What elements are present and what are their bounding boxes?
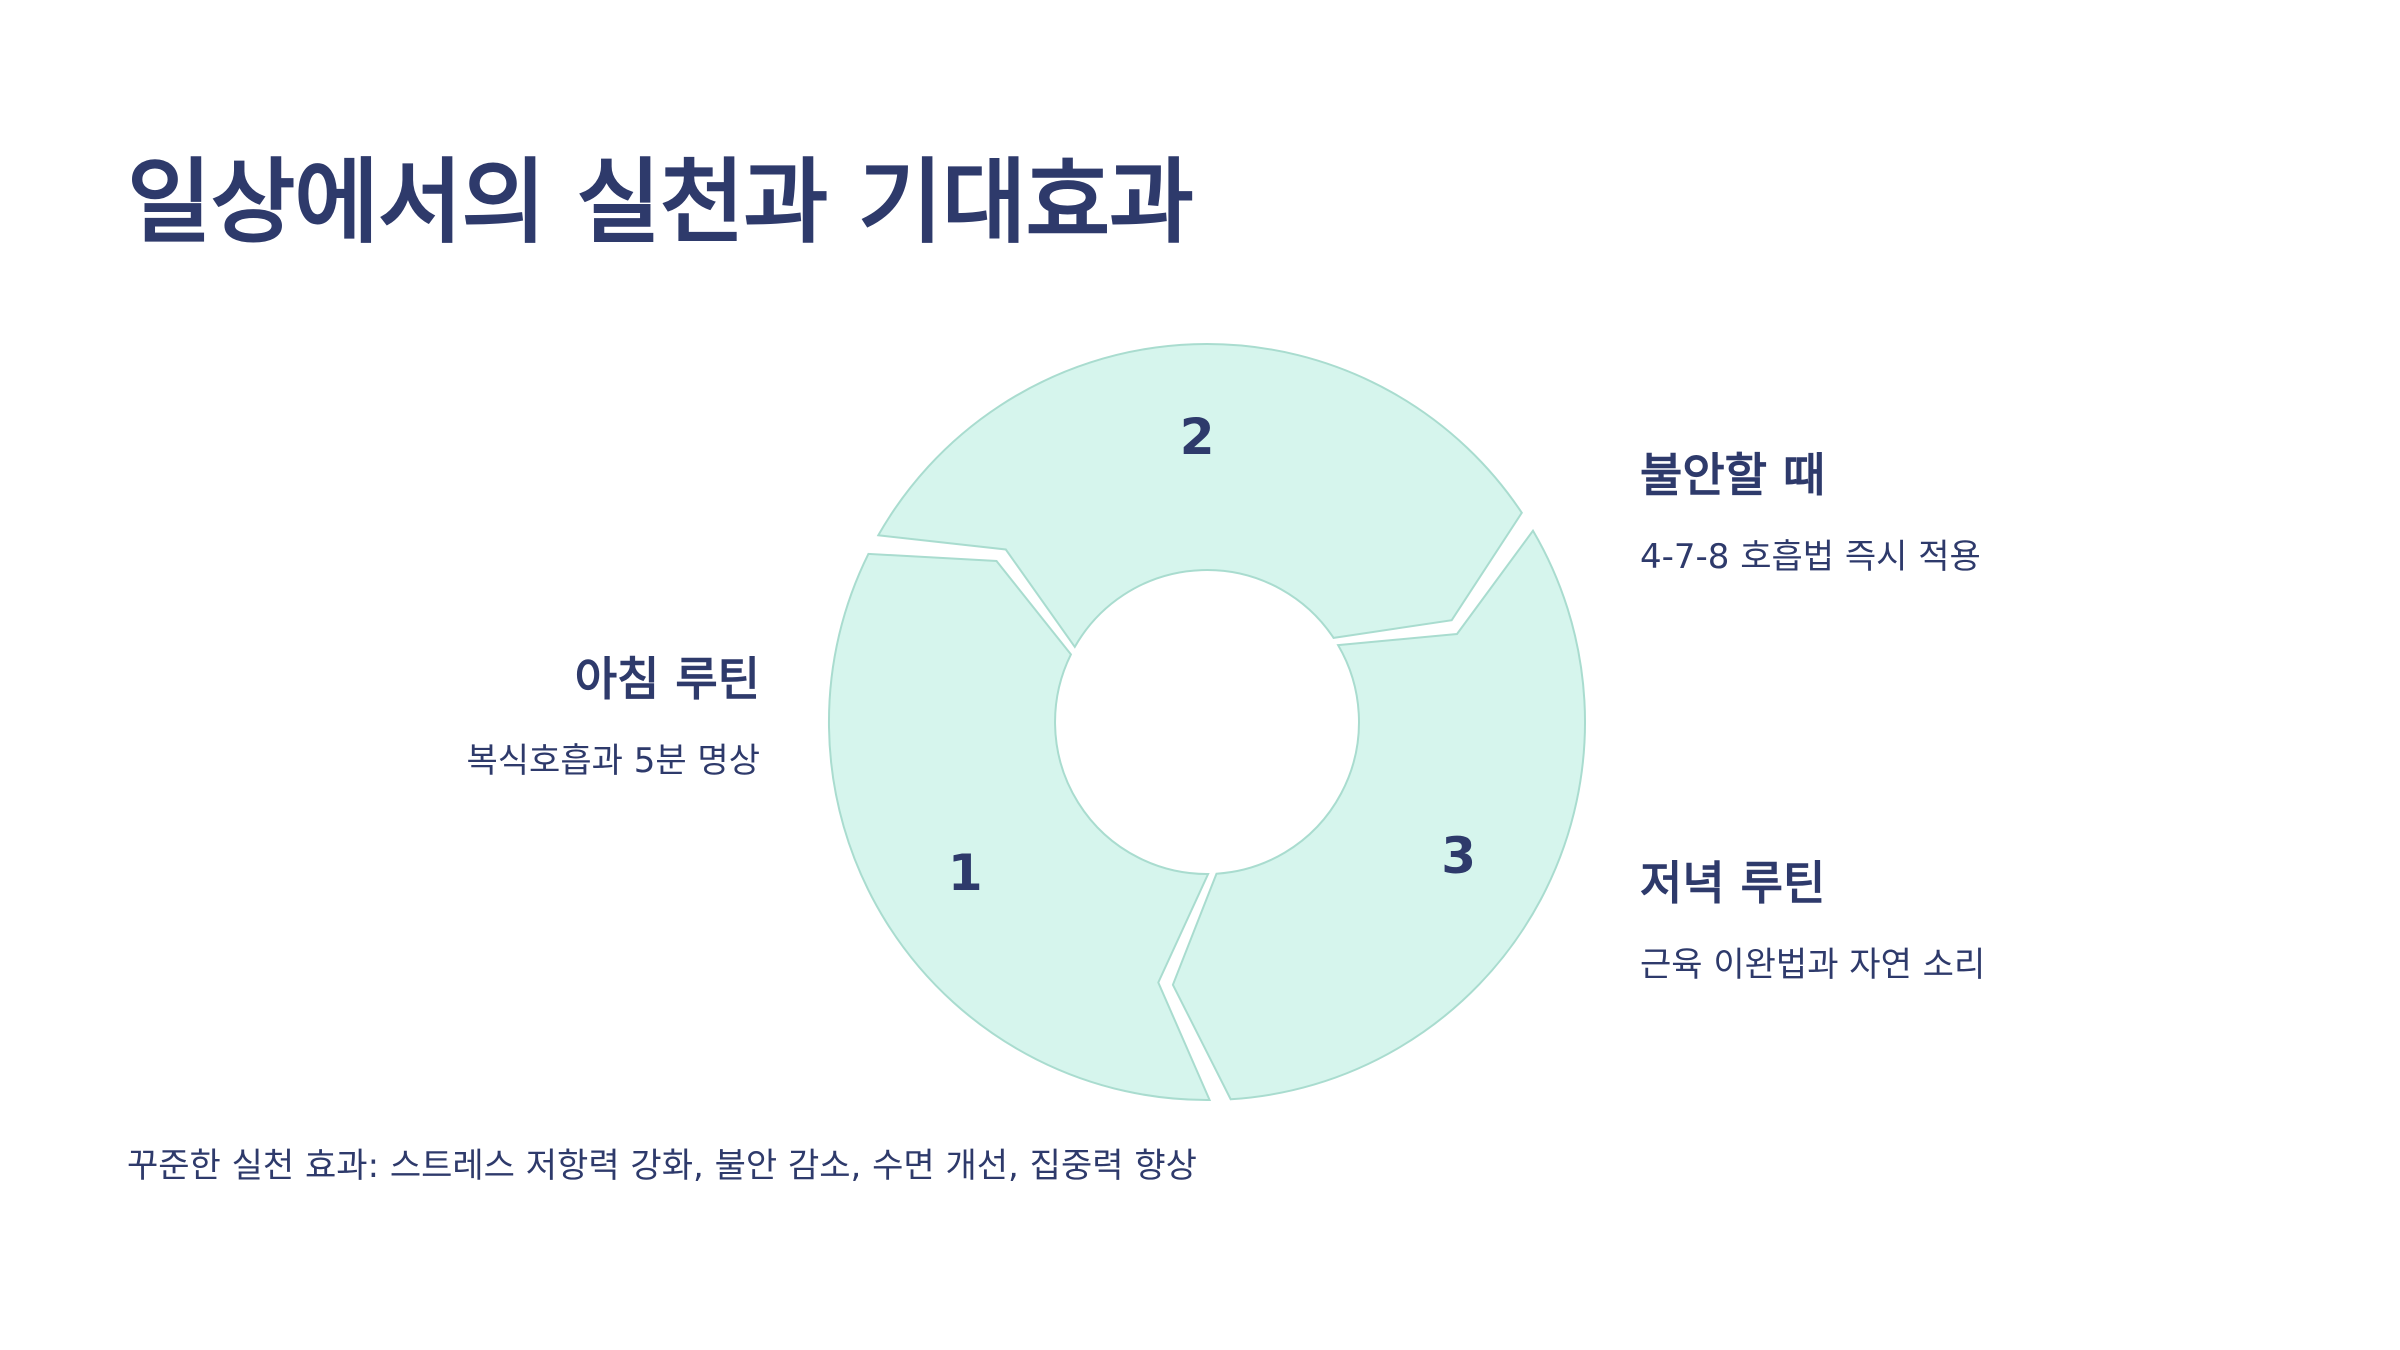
segment-number-3: 3 (1441, 827, 1476, 885)
step-anxiety-title: 불안할 때 (1640, 448, 1826, 502)
segment-number-1: 1 (948, 844, 983, 902)
cycle-segment-2 (876, 343, 1523, 649)
cycle-segment-3 (1171, 528, 1586, 1101)
footer-summary: 꾸준한 실천 효과: 스트레스 저항력 강화, 불안 감소, 수면 개선, 집중… (127, 1146, 1197, 1186)
page-title: 일상에서의 실천과 기대효과 (127, 149, 1194, 256)
cycle-segment-1 (827, 552, 1212, 1102)
step-evening-description: 근육 이완법과 자연 소리 (1640, 945, 1986, 986)
step-morning-title: 아침 루틴 (574, 652, 760, 706)
step-anxiety: 불안할 때 4-7-8 호흡법 즉시 적용 (1640, 448, 1981, 578)
step-anxiety-description: 4-7-8 호흡법 즉시 적용 (1640, 537, 1981, 578)
step-morning-description: 복식호흡과 5분 명상 (466, 741, 761, 782)
step-evening-title: 저녁 루틴 (1640, 856, 1826, 910)
step-evening: 저녁 루틴 근육 이완법과 자연 소리 (1640, 856, 1985, 986)
step-morning: 아침 루틴 복식호흡과 5분 명상 (467, 652, 761, 782)
segment-number-2: 2 (1180, 408, 1215, 466)
